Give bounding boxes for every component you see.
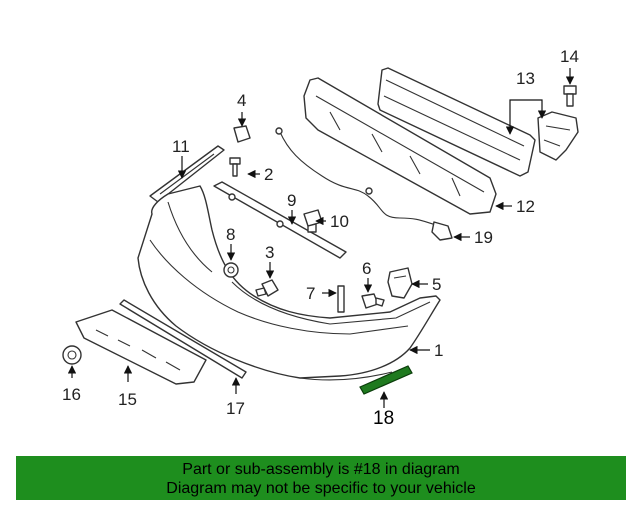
callout-12: 12 <box>516 197 535 216</box>
leader-lines <box>67 68 575 408</box>
callout-15: 15 <box>118 390 137 409</box>
impact-bar-bracket[interactable] <box>537 111 579 161</box>
banner-line-2: Diagram may not be specific to your vehi… <box>166 480 476 497</box>
callout-17: 17 <box>226 399 245 418</box>
callout-5: 5 <box>432 275 441 294</box>
banner-line-1: Part or sub-assembly is #18 in diagram <box>182 461 460 478</box>
callout-7: 7 <box>306 284 315 303</box>
highlighted-molding[interactable] <box>359 365 413 395</box>
upper-support-strip[interactable] <box>149 145 225 203</box>
side-bracket[interactable] <box>387 267 413 299</box>
nut-8[interactable] <box>223 262 239 278</box>
energy-absorber[interactable] <box>303 77 497 215</box>
screw-2[interactable] <box>229 157 241 177</box>
callout-3: 3 <box>265 243 274 262</box>
callout-4: 4 <box>237 91 246 110</box>
pin-7[interactable] <box>337 285 345 313</box>
grommet[interactable] <box>62 345 82 365</box>
bumper-cover[interactable] <box>137 185 441 381</box>
callout-14: 14 <box>560 47 579 66</box>
callout-11: 11 <box>172 137 190 156</box>
callout-2: 2 <box>264 165 273 184</box>
wiring-harness[interactable] <box>275 127 453 241</box>
callout-13: 13 <box>516 69 535 88</box>
callout-1: 1 <box>434 341 443 360</box>
callout-19: 19 <box>474 228 493 247</box>
callout-labels: 1 2 3 4 5 6 7 8 9 10 11 12 13 14 15 16 1… <box>62 47 579 429</box>
callout-9: 9 <box>287 191 296 210</box>
callout-18: 18 <box>373 408 394 429</box>
lower-deflector[interactable] <box>75 309 207 385</box>
bumper-brace-strip[interactable] <box>213 181 347 259</box>
clip[interactable] <box>233 125 251 143</box>
screw-3[interactable] <box>255 279 279 297</box>
bolt-14[interactable] <box>563 85 577 107</box>
callout-8: 8 <box>226 225 235 244</box>
callout-6: 6 <box>362 259 371 278</box>
lower-molding-strip[interactable] <box>119 299 247 379</box>
callout-16: 16 <box>62 385 81 404</box>
bolt-6[interactable] <box>361 293 385 309</box>
callout-10: 10 <box>330 212 349 231</box>
info-banner: Part or sub-assembly is #18 in diagram D… <box>16 456 626 500</box>
parts-diagram: 1 2 3 4 5 6 7 8 9 10 11 12 13 14 15 16 1… <box>62 47 579 429</box>
impact-bar[interactable] <box>377 67 536 177</box>
